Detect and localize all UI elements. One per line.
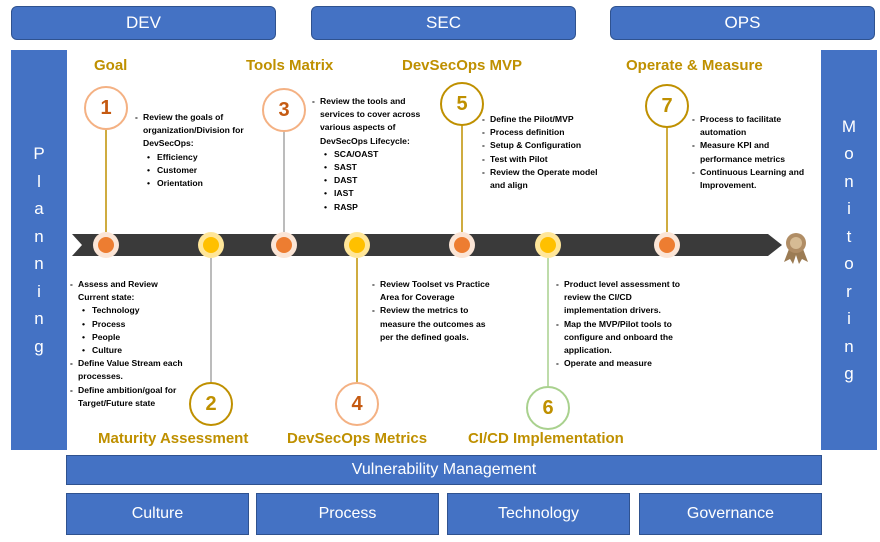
desc-item: Measure KPI and performance metrics [692, 139, 822, 165]
desc-subitem: RASP [312, 201, 432, 214]
milestone-dot-6 [535, 232, 561, 258]
monitoring-letter: t [846, 226, 852, 246]
step-circle-2: 2 [189, 382, 233, 426]
planning-letter: i [37, 281, 41, 301]
step-desc-3: Review the tools and services to cover a… [312, 95, 432, 214]
desc-subitem: Customer [135, 164, 253, 177]
vulnerability-management-bar: Vulnerability Management [66, 455, 822, 485]
step-circle-7: 7 [645, 84, 689, 128]
desc-item: Review the goals of organization/Divisio… [135, 111, 253, 151]
step-desc-5: Define the Pilot/MVPProcess definitionSe… [482, 113, 610, 192]
planning-letter: P [33, 144, 45, 163]
pillar-governance: Governance [639, 493, 822, 535]
timeline-arrow [72, 234, 782, 256]
step-title-goal: Goal [94, 57, 128, 74]
step-circle-1: 1 [84, 86, 128, 130]
step-circle-5: 5 [440, 82, 484, 126]
desc-subitem: Efficiency [135, 151, 253, 164]
desc-item: Setup & Configuration [482, 139, 610, 152]
ops-header: OPS [610, 6, 875, 40]
planning-letter: n [34, 226, 44, 246]
monitoring-letter: n [844, 336, 854, 356]
monitoring-letter: i [847, 309, 851, 328]
desc-item: Assess and Review Current state: [70, 278, 188, 304]
milestone-dot-3 [271, 232, 297, 258]
pillar-process: Process [256, 493, 439, 535]
desc-item: Define ambition/goal for Target/Future s… [70, 384, 188, 410]
pillar-technology: Technology [447, 493, 630, 535]
sec-header: SEC [311, 6, 576, 40]
desc-item: Product level assessment to review the C… [556, 278, 696, 318]
desc-subitem: IAST [312, 187, 432, 200]
award-badge-icon [784, 233, 808, 264]
planning-letter: n [34, 254, 44, 273]
desc-item: Map the MVP/Pilot tools to configure and… [556, 318, 696, 358]
milestone-dot-4 [344, 232, 370, 258]
step-circle-4: 4 [335, 382, 379, 426]
desc-item: Continuous Learning and Improvement. [692, 166, 822, 192]
step-desc-1: Review the goals of organization/Divisio… [135, 111, 253, 190]
monitoring-letter: n [844, 171, 854, 191]
monitoring-letter: i [847, 199, 851, 218]
monitoring-letter: g [844, 364, 854, 383]
planning-letter: n [34, 309, 44, 328]
desc-subitem: Orientation [135, 177, 253, 190]
desc-subitem: People [70, 331, 188, 344]
step-circle-6: 6 [526, 386, 570, 430]
dev-header: DEV [11, 6, 276, 40]
step-title-maturity-assessment: Maturity Assessment [98, 430, 249, 447]
planning-letter: g [34, 336, 44, 356]
desc-subitem: SAST [312, 161, 432, 174]
step-desc-7: Process to facilitate automationMeasure … [692, 113, 822, 192]
step-title-devsecops-mvp: DevSecOps MVP [402, 57, 523, 74]
milestone-dot-5 [449, 232, 475, 258]
desc-item: Review Toolset vs Practice Area for Cove… [372, 278, 492, 304]
step-desc-2: Assess and Review Current state:Technolo… [70, 278, 188, 410]
step-title-tools-matrix: Tools Matrix [246, 57, 334, 74]
planning-letter: l [37, 171, 41, 191]
desc-item: Review the metrics to measure the outcom… [372, 304, 492, 344]
planning-letter: a [34, 199, 44, 218]
desc-subitem: DAST [312, 174, 432, 187]
pillar-culture: Culture [66, 493, 249, 535]
desc-item: Process definition [482, 126, 610, 139]
step-desc-6: Product level assessment to review the C… [556, 278, 696, 371]
desc-subitem: Culture [70, 344, 188, 357]
desc-item: Process to facilitate automation [692, 113, 822, 139]
milestone-dot-7 [654, 232, 680, 258]
desc-item: Define the Pilot/MVP [482, 113, 610, 126]
step-title-operate-measure: Operate & Measure [626, 57, 763, 74]
desc-subitem: Process [70, 318, 188, 331]
monitoring-letter: r [846, 281, 852, 301]
desc-item: Review the tools and services to cover a… [312, 95, 432, 148]
desc-item: Operate and measure [556, 357, 696, 370]
step-circle-3: 3 [262, 88, 306, 132]
desc-item: Test with Pilot [482, 153, 610, 166]
step-desc-4: Review Toolset vs Practice Area for Cove… [372, 278, 492, 344]
monitoring-letter: M [841, 116, 857, 136]
desc-subitem: SCA/OAST [312, 148, 432, 161]
desc-item: Define Value Stream each processes. [70, 357, 188, 383]
desc-subitem: Technology [70, 304, 188, 317]
milestone-dot-2 [198, 232, 224, 258]
step-title-devsecops-metrics: DevSecOps Metrics [287, 430, 428, 447]
desc-item: Review the Operate model and align [482, 166, 610, 192]
monitoring-letter: o [844, 144, 854, 163]
monitoring-letter: o [844, 254, 854, 273]
milestone-dot-1 [93, 232, 119, 258]
step-title-cicd-implementation: CI/CD Implementation [468, 430, 624, 447]
